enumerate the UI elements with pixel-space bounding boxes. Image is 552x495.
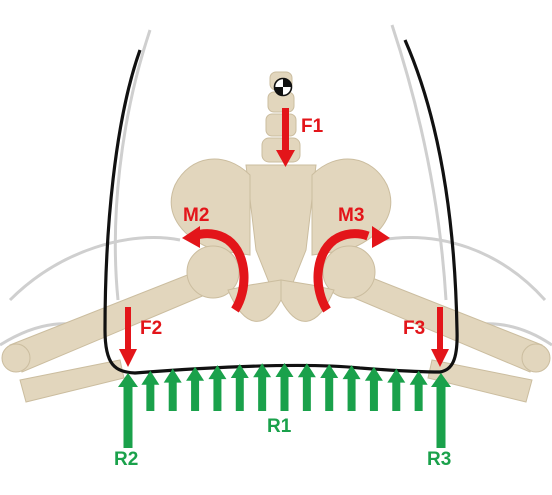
label-f1: F1 (301, 116, 324, 137)
reaction-arrow-r1 (208, 365, 226, 411)
sacrum (246, 165, 316, 290)
label-r2: R2 (114, 449, 138, 470)
reaction-arrow-r1 (253, 363, 271, 411)
reaction-arrow-r3 (431, 373, 451, 448)
label-m3: M3 (338, 205, 364, 226)
reaction-arrow-r1 (186, 367, 204, 411)
reaction-arrow-r1 (231, 364, 249, 411)
label-r3: R3 (427, 449, 451, 470)
reaction-arrow-r1 (387, 369, 405, 411)
reaction-arrow-r1 (141, 371, 159, 411)
reaction-arrow-r1 (343, 365, 361, 411)
label-r1: R1 (267, 416, 292, 437)
label-m2: M2 (183, 205, 209, 226)
center-of-mass-icon (275, 79, 292, 96)
reaction-arrow-r1 (365, 367, 383, 411)
reaction-arrow-r1 (320, 364, 338, 411)
label-f2: F2 (140, 318, 162, 339)
label-f3: F3 (403, 318, 425, 339)
reaction-arrow-r1 (410, 371, 428, 411)
reaction-arrow-r2 (118, 373, 138, 448)
reaction-arrow-r1 (298, 363, 316, 411)
spine (246, 72, 316, 290)
reaction-arrow-r1 (164, 369, 182, 411)
reaction-arrow-r1 (276, 363, 294, 411)
